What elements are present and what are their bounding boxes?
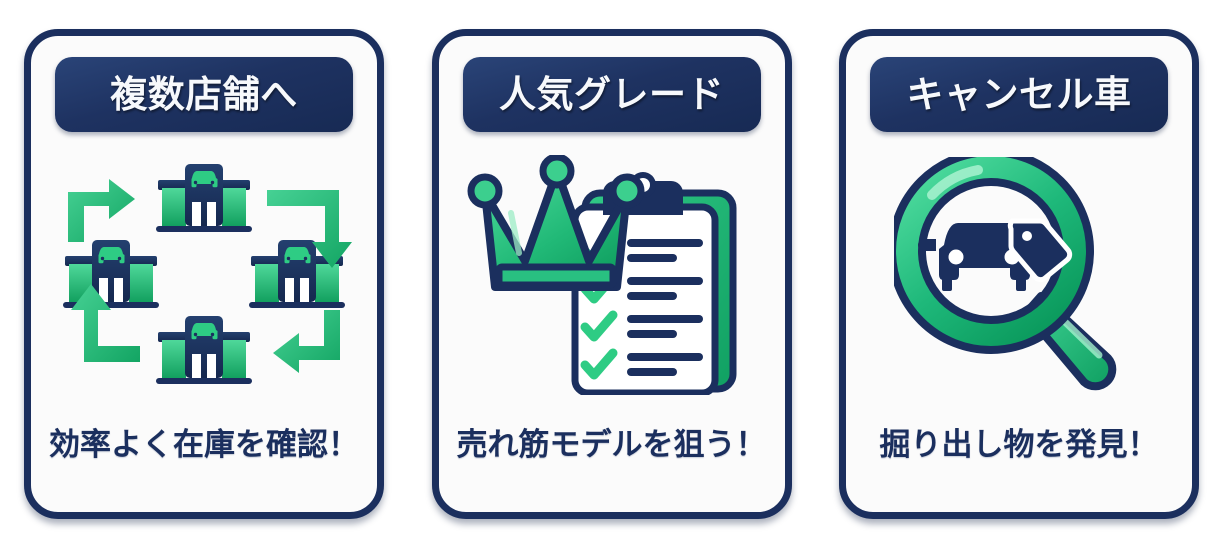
checklist-row [580, 348, 703, 380]
feature-card-cancel-car[interactable]: キャンセル車 [839, 28, 1199, 519]
car-with-tag-icon [918, 218, 1073, 291]
checklist-row [580, 310, 703, 342]
card-caption: 掘り出し物を発見！ [879, 426, 1159, 462]
card-illustration [31, 132, 377, 419]
card-badge-label: 人気グレード [499, 73, 724, 115]
arrow-top-left [68, 179, 135, 242]
card-illustration [846, 132, 1192, 419]
crown-clipboard-icon [467, 155, 736, 395]
card-caption: 売れ筋モデルを狙う！ [456, 426, 767, 462]
feature-card-popular-grade[interactable]: 人気グレード [431, 28, 792, 519]
arrow-bottom-right [273, 310, 340, 373]
store-icon-top [156, 164, 252, 232]
store-icon-left [63, 240, 159, 308]
card-header-badge: 複数店舗へ [55, 56, 353, 132]
card-badge-label: 複数店舗へ [110, 73, 298, 115]
feature-card-multi-store[interactable]: 複数店舗へ [24, 28, 384, 519]
card-caption: 効率よく在庫を確認！ [49, 426, 359, 462]
arrow-top-right [267, 190, 352, 268]
magnifier-lens [894, 157, 1094, 354]
card-illustration [439, 132, 785, 419]
arrow-bottom-left [71, 284, 140, 362]
cycle-arrows [68, 179, 352, 373]
store-icon-bottom [156, 316, 252, 384]
card-header-badge: キャンセル車 [870, 56, 1168, 132]
magnifier-car-tag-icon [894, 157, 1117, 391]
crown-icon [467, 155, 644, 291]
store-cycle-icon [63, 164, 352, 384]
card-header-badge: 人気グレード [462, 56, 761, 132]
card-badge-label: キャンセル車 [906, 73, 1132, 115]
